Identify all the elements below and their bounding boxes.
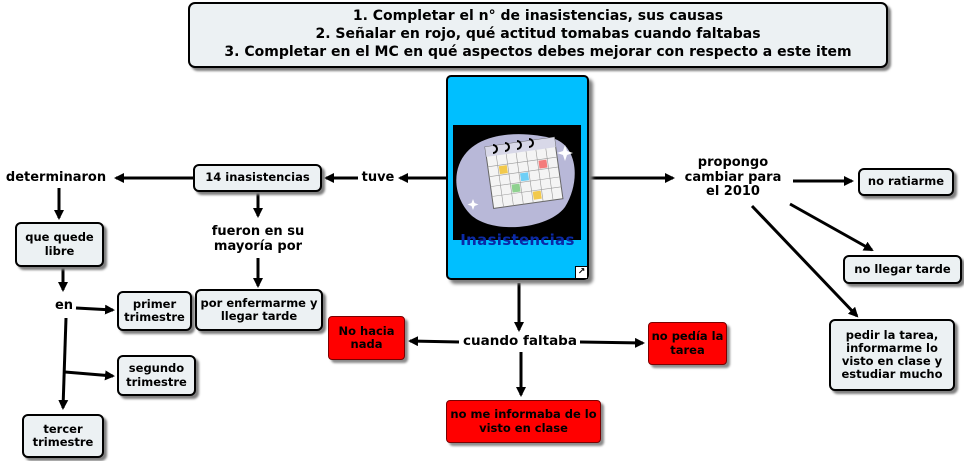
edge-en-primer bbox=[75, 304, 115, 315]
linking-phrase-tuve: tuve bbox=[361, 169, 395, 185]
calendar-icon bbox=[453, 125, 581, 240]
linking-phrase-fueron-en: fueron en su mayoría por bbox=[211, 224, 305, 254]
linking-phrase-determinaron: determinaron bbox=[5, 169, 107, 185]
edge-en-segundo bbox=[64, 370, 115, 381]
concept-no-llegar-tarde[interactable]: no llegar tarde bbox=[843, 255, 962, 284]
concept-primer-trimestre[interactable]: primer trimestre bbox=[117, 291, 192, 331]
concept-no-ratiarme[interactable]: no ratiarme bbox=[858, 168, 954, 196]
linking-phrase-en: en bbox=[54, 297, 74, 313]
central-concept-title: Inasistencias bbox=[460, 231, 575, 249]
concept-pedir-la-tarea[interactable]: pedir la tarea, informarme lo visto en c… bbox=[829, 319, 955, 391]
central-concept[interactable]: Inasistencias ↗ bbox=[446, 75, 589, 280]
edge-en-down bbox=[58, 317, 69, 410]
instruction-line-2: 2. Señalar en rojo, qué actitud tomabas … bbox=[315, 26, 761, 43]
concept-no-pedia-tarea[interactable]: no pedía la tarea bbox=[648, 322, 727, 365]
edge-propongo-pedir bbox=[750, 204, 859, 318]
shortcut-arrow-icon[interactable]: ↗ bbox=[575, 266, 588, 279]
concept-por-enfermarme[interactable]: por enfermarme y llegar tarde bbox=[195, 289, 323, 331]
linking-phrase-cuando-faltaba: cuando faltaba bbox=[463, 333, 577, 350]
edge-cuando-nohacia bbox=[408, 336, 460, 347]
concept-que-quede-libre[interactable]: que quede libre bbox=[15, 222, 104, 267]
instructions-box: 1. Completar el n° de inasistencias, sus… bbox=[188, 2, 888, 68]
concept-inasistencias-count[interactable]: 14 inasistencias bbox=[193, 164, 322, 192]
linking-phrase-propongo: propongo cambiar para el 2010 bbox=[684, 154, 782, 200]
concept-no-hacia-nada[interactable]: No hacia nada bbox=[328, 316, 405, 360]
edge-cuando-nopedia bbox=[579, 337, 645, 348]
edge-propongo-llegar bbox=[789, 202, 874, 252]
concept-no-me-informaba[interactable]: no me informaba de lo visto en clase bbox=[446, 400, 601, 443]
instruction-line-1: 1. Completar el n° de inasistencias, sus… bbox=[352, 8, 724, 25]
instruction-line-3: 3. Completar en el MC en qué aspectos de… bbox=[224, 43, 852, 60]
concept-segundo-trimestre[interactable]: segundo trimestre bbox=[117, 355, 196, 396]
concept-tercer-trimestre[interactable]: tercer trimestre bbox=[22, 414, 104, 458]
